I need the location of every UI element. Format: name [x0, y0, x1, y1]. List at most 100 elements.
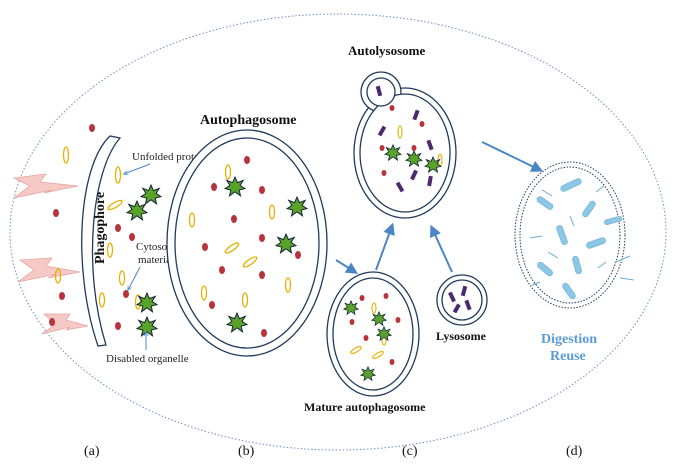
cytosolic-dot: [395, 317, 401, 323]
mature-autophagosome-cargo: [343, 293, 401, 381]
mature-autophagosome-inner: [332, 277, 414, 391]
cytosolic-dot: [259, 234, 265, 242]
unfolded-protein: [106, 242, 114, 258]
lightning-icon: [41, 313, 89, 335]
arrow-to-mature: [335, 259, 359, 274]
digested-fragments: [536, 178, 623, 300]
panel-label-c: (c): [402, 444, 418, 459]
panel-label-d: (d): [566, 444, 583, 459]
cytosolic-dot: [49, 318, 55, 326]
unfolded-protein: [98, 292, 106, 308]
cytosolic-dot: [261, 329, 267, 337]
unfolded-protein: [62, 146, 70, 164]
fragment: [604, 216, 623, 225]
fragment: [562, 282, 576, 300]
digestion-vesicle-outer: [514, 161, 626, 309]
fragment-line: [529, 281, 541, 287]
fragment: [556, 225, 568, 245]
cytosolic-dot: [349, 319, 355, 325]
unfolded-protein-pointer: [124, 163, 151, 174]
fragment: [572, 255, 582, 275]
cytosolic-dot: [115, 322, 121, 330]
unfolded-protein: [397, 125, 403, 139]
enzyme: [375, 85, 383, 97]
unfolded-protein: [350, 345, 362, 355]
cytosolic-dot: [259, 271, 265, 279]
arrow-lysosome-to-autolysosome: [430, 224, 453, 273]
lysosome-label: Lysosome: [436, 329, 487, 343]
cytosolic-dot: [389, 359, 395, 365]
fragment-line: [569, 215, 575, 227]
autophagosome-cargo: [188, 156, 308, 337]
unfolded-protein: [224, 242, 240, 254]
cell-boundary: [9, 13, 667, 451]
fragment-line: [597, 261, 607, 269]
phagophore-membrane: [81, 135, 122, 347]
fragment: [560, 178, 582, 192]
autophagosome-label: Autophagosome: [200, 113, 296, 128]
disabled-organelle-icon: [140, 184, 162, 205]
unfolded-protein: [268, 204, 276, 220]
digestion-label: Digestion: [541, 332, 597, 347]
autolysosome-label: Autolysosome: [348, 43, 426, 58]
arrow-to-digestion: [481, 141, 544, 172]
lysosome-inner: [441, 279, 483, 321]
cytosolic-dot: [363, 335, 369, 341]
enzyme: [395, 181, 405, 193]
unfolded-protein: [371, 302, 377, 314]
cytosolic-dot: [411, 145, 417, 151]
cytosolic-dot: [295, 251, 301, 259]
cytosolic-dot: [383, 293, 389, 299]
cytosolic-dot: [381, 170, 387, 176]
mature-autophagosome-label: Mature autophagosome: [304, 400, 426, 414]
fragment-line: [541, 189, 553, 197]
unfolded-protein-label: Unfolded protein: [132, 151, 208, 163]
cytosolic-dot: [359, 295, 365, 301]
unfolded-protein: [188, 212, 196, 228]
lightning-icon: [12, 173, 79, 199]
unfolded-protein: [284, 277, 292, 293]
cytosolic-material-pointer: [128, 266, 141, 290]
cytosolic-dot: [259, 186, 265, 194]
cytosolic-dot: [59, 292, 65, 300]
unfolded-protein: [224, 164, 232, 180]
enzyme: [460, 285, 468, 297]
disabled-organelle-label: Disabled organelle: [106, 353, 189, 365]
cytosolic-dot: [129, 233, 135, 241]
enzyme: [427, 175, 433, 187]
enzyme: [464, 299, 472, 311]
stress-signal-icons: [12, 173, 89, 335]
digested-lines: [529, 185, 635, 287]
enzyme: [412, 109, 420, 121]
disabled-organelle-icon: [126, 200, 148, 221]
fragment: [586, 237, 606, 249]
autophagosome-inner-membrane: [174, 137, 320, 349]
unfolded-protein: [241, 292, 249, 308]
enzyme: [426, 139, 434, 151]
unfolded-protein: [114, 166, 122, 184]
cytosolic-dot: [53, 209, 59, 217]
enzyme: [377, 125, 387, 137]
fragment-line: [547, 251, 559, 259]
autolysosome-inner: [359, 93, 451, 213]
cytosolic-dot: [202, 243, 208, 251]
unfolded-protein: [54, 268, 62, 284]
fragment-line: [619, 277, 635, 281]
cytosolic-dot: [123, 290, 129, 298]
panel-label-a: (a): [84, 444, 100, 459]
fragment-line: [615, 255, 631, 263]
digestion-vesicle-inner: [519, 166, 621, 304]
panel-a-cargo: [49, 124, 162, 337]
fragment-line: [529, 235, 543, 239]
cytosolic-dot: [219, 266, 225, 274]
fragment-line: [595, 185, 605, 193]
unfolded-protein: [200, 285, 208, 301]
unfolded-protein: [107, 199, 123, 211]
cytosolic-dot: [115, 224, 121, 232]
cytosolic-dot: [419, 121, 425, 127]
phagophore-label: Phagophore: [93, 192, 108, 264]
panel-label-b: (b): [238, 444, 255, 459]
disabled-organelle-icon: [136, 316, 158, 337]
fragment: [537, 261, 553, 277]
cytosolic-dot: [379, 145, 385, 151]
